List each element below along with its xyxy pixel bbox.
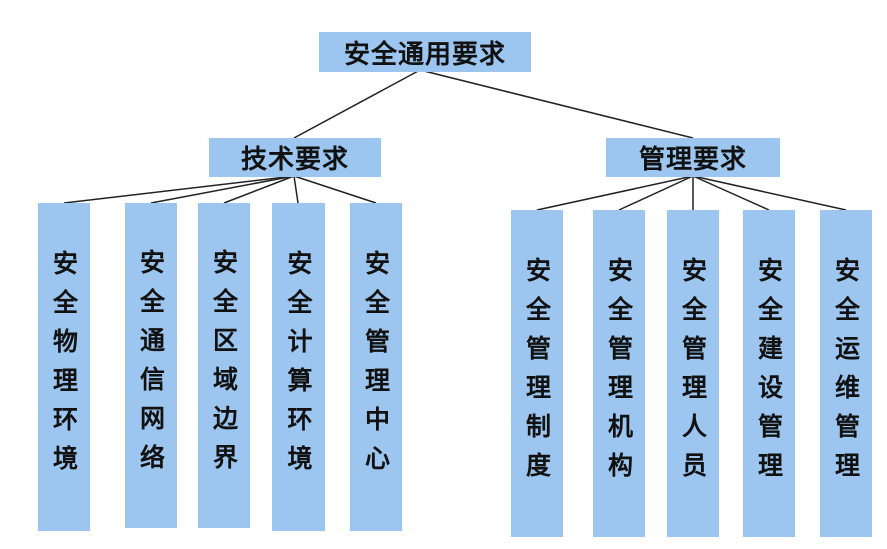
connector-tech-5 — [293, 175, 377, 204]
leaf-label: 安全管理制度 — [522, 256, 552, 491]
connector-tech-2 — [150, 175, 295, 204]
leaf-node-mgmt-5: 安全运维管理 — [820, 210, 872, 537]
leaf-label: 安全建设管理 — [754, 256, 784, 491]
connector-tech-4 — [293, 175, 299, 204]
branch-node-tech-label: 技术要求 — [240, 145, 349, 175]
leaf-node-mgmt-2: 安全管理机构 — [593, 210, 645, 537]
branch-node-tech: 技术要求 — [209, 138, 381, 177]
leaf-label: 安全区域边界 — [209, 248, 239, 483]
root-node: 安全通用要求 — [319, 32, 531, 72]
leaf-node-tech-2: 安全通信网络 — [125, 203, 177, 528]
leaf-label: 安全通信网络 — [136, 248, 166, 483]
leaf-node-tech-1: 安全物理环境 — [38, 203, 90, 531]
leaf-node-tech-3: 安全区域边界 — [198, 203, 250, 528]
leaf-label: 安全计算环境 — [284, 250, 313, 484]
connector-mgmt-1 — [536, 175, 694, 211]
leaf-node-tech-5: 安全管理中心 — [350, 203, 402, 531]
connector-tech-1 — [63, 175, 295, 204]
leaf-label: 安全运维管理 — [831, 256, 861, 491]
leaf-node-mgmt-1: 安全管理制度 — [511, 210, 563, 537]
leaf-label: 安全管理中心 — [361, 250, 391, 484]
leaf-label: 安全管理人员 — [678, 256, 708, 491]
connector-root-tech — [293, 69, 421, 139]
branch-node-mgmt-label: 管理要求 — [638, 145, 747, 175]
connector-root-mgmt — [419, 69, 694, 139]
branch-node-mgmt: 管理要求 — [606, 138, 780, 177]
connector-mgmt-4 — [692, 175, 770, 211]
leaf-label: 安全管理机构 — [604, 256, 634, 491]
connector-tech-3 — [223, 175, 295, 204]
leaf-label: 安全物理环境 — [49, 250, 79, 484]
leaf-node-tech-4: 安全计算环境 — [272, 203, 325, 531]
leaf-node-mgmt-3: 安全管理人员 — [667, 210, 719, 537]
connector-mgmt-2 — [618, 175, 694, 211]
root-node-label: 安全通用要求 — [343, 39, 506, 70]
leaf-node-mgmt-4: 安全建设管理 — [743, 210, 795, 537]
connector-mgmt-5 — [692, 175, 847, 211]
